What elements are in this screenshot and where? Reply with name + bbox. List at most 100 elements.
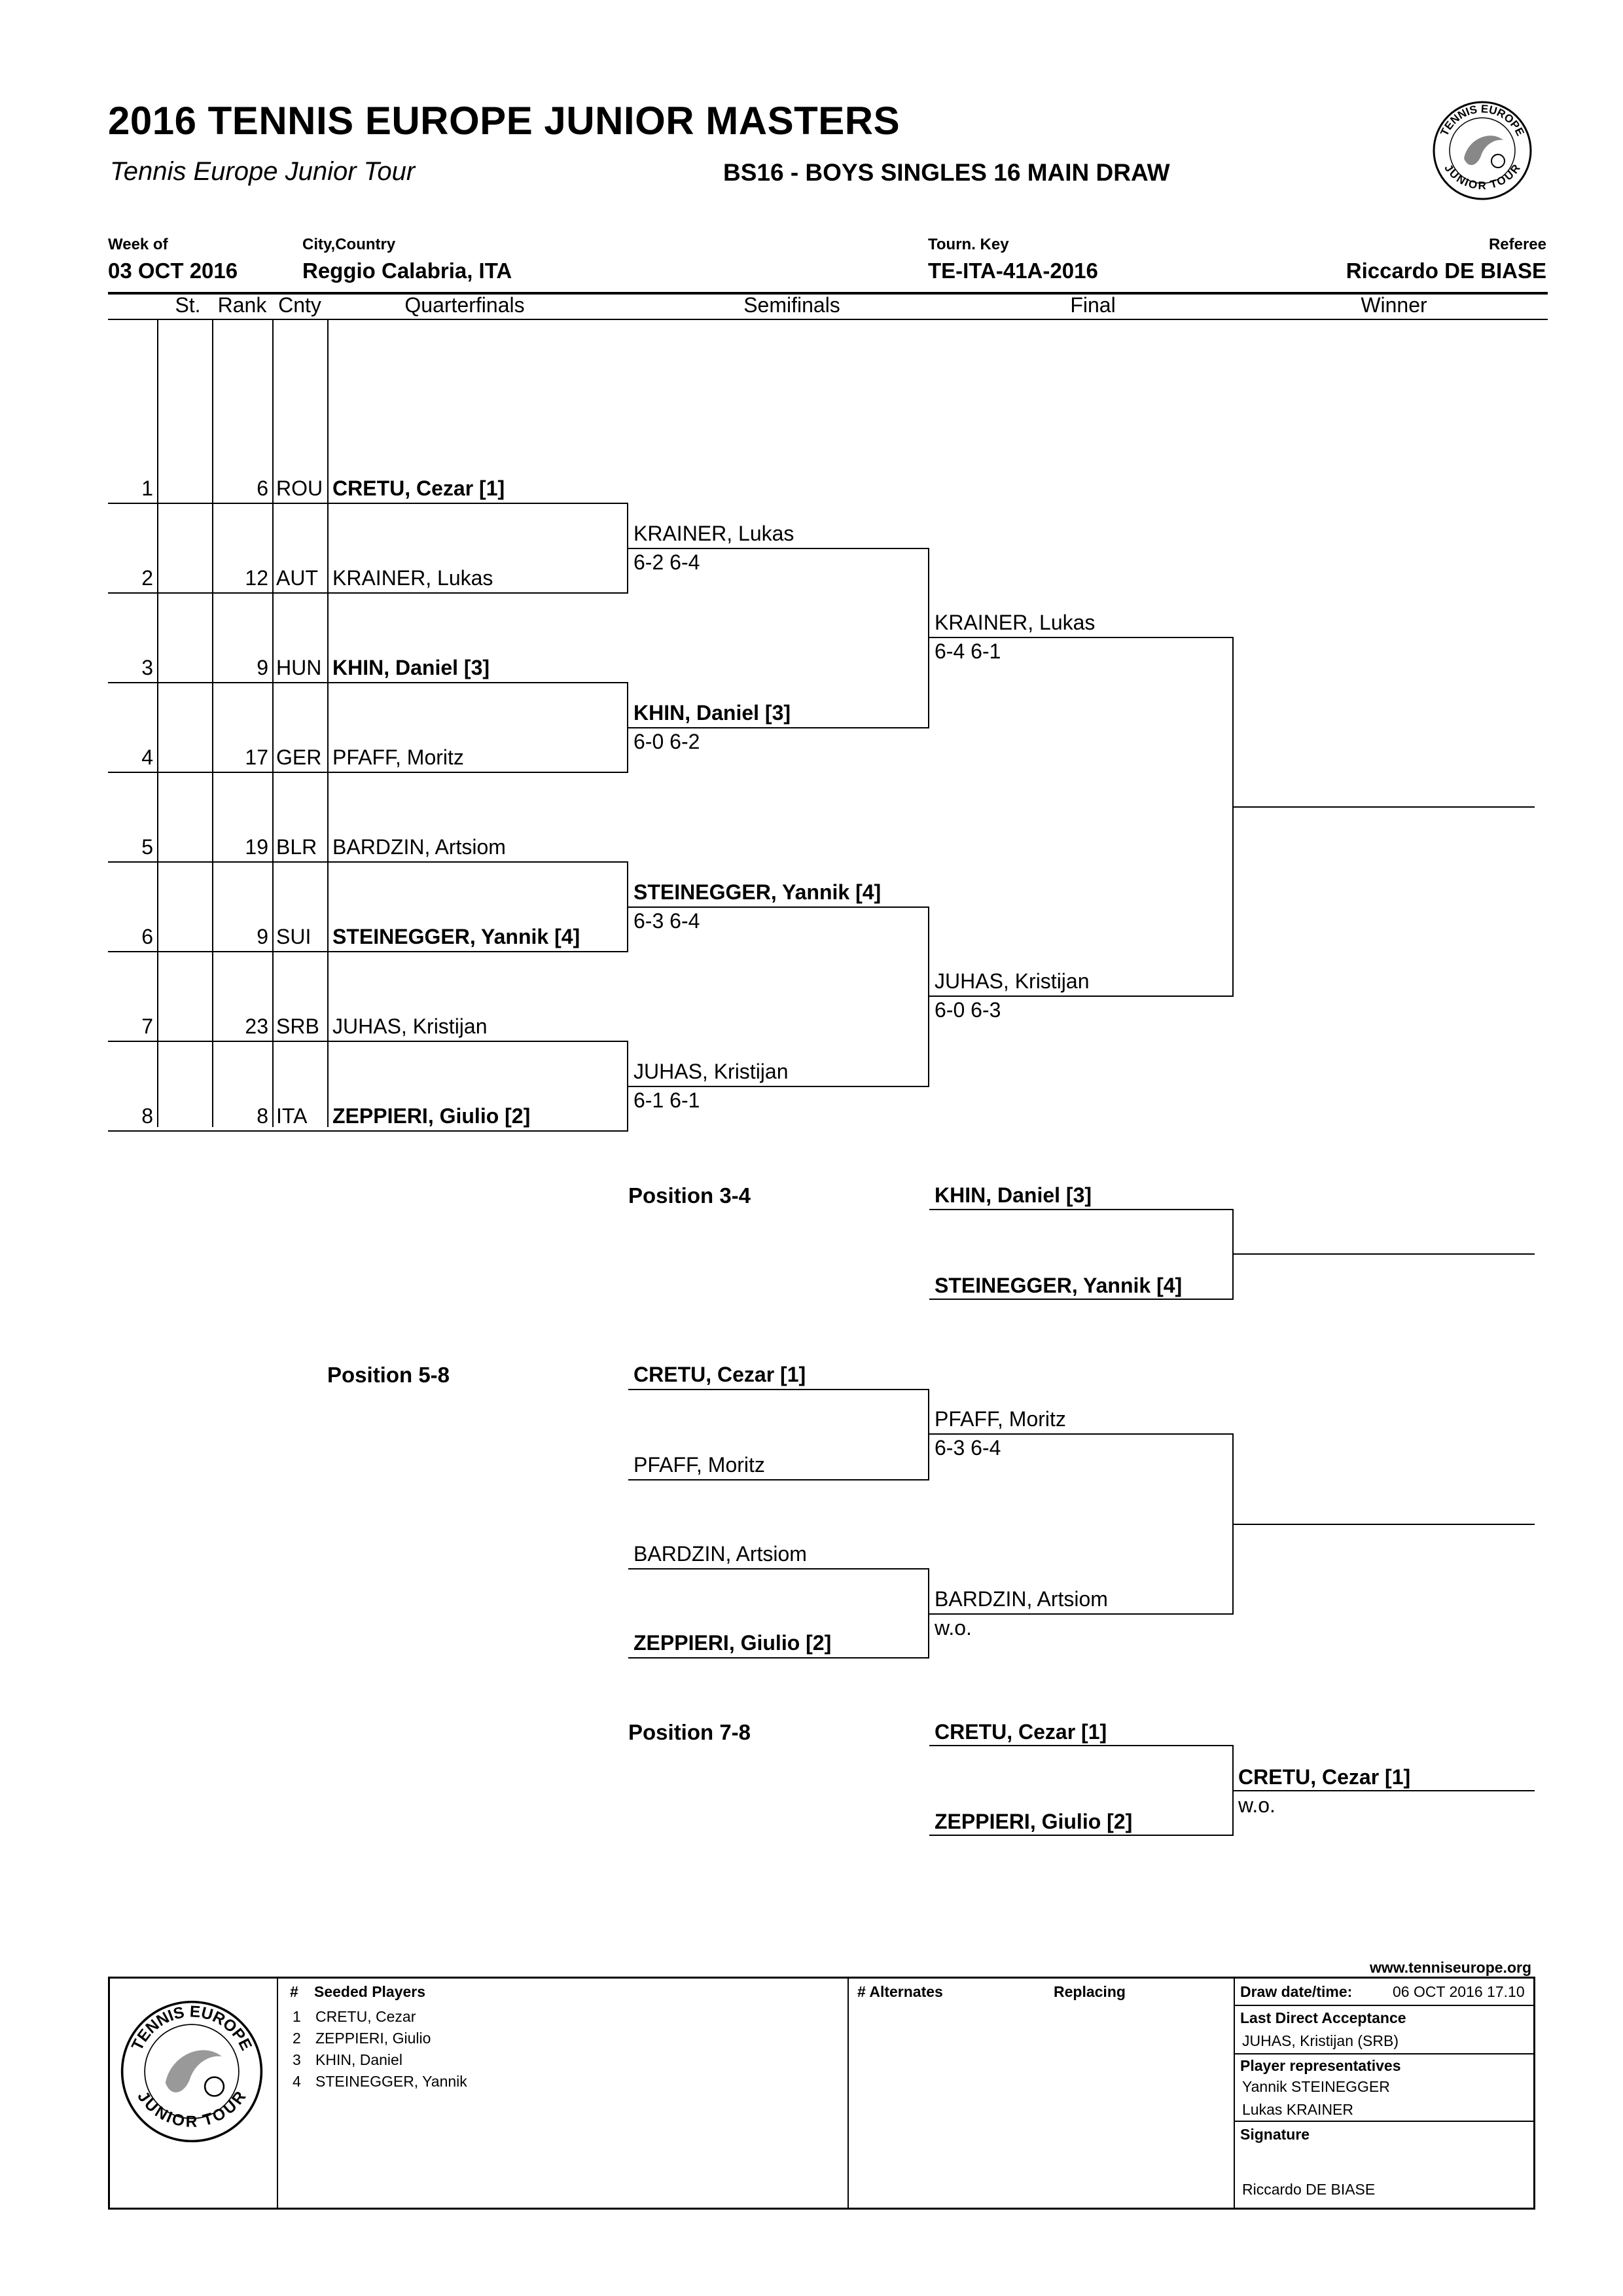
entry-position: 7 xyxy=(141,1014,153,1038)
entry-player-name: KHIN, Daniel [3] xyxy=(332,656,490,679)
seed-player: STEINEGGER, Yannik xyxy=(315,2073,467,2090)
semifinal-score: 6-2 6-4 xyxy=(633,550,700,574)
seeded-hash: # xyxy=(290,1983,298,2000)
entry-country: SRB xyxy=(276,1014,319,1038)
bracket-line xyxy=(628,1657,929,1659)
signature-label: Signature xyxy=(1240,2126,1310,2143)
week-label: Week of xyxy=(108,236,168,253)
reps-label: Player representatives xyxy=(1240,2057,1401,2074)
bracket-line xyxy=(627,682,628,773)
tournament-key-value: TE-ITA-41A-2016 xyxy=(928,259,1098,283)
seed-number: 1 xyxy=(293,2008,301,2025)
bracket-line xyxy=(928,1568,929,1659)
pos58-entry: PFAFF, Moritz xyxy=(633,1453,765,1477)
referee-label: Referee xyxy=(1488,236,1546,253)
bracket-line xyxy=(928,548,929,728)
final-score: 6-0 6-3 xyxy=(935,998,1001,1022)
grid-line xyxy=(272,319,274,1127)
entry-player-name: STEINEGGER, Yannik [4] xyxy=(332,925,580,948)
finalist-name: JUHAS, Kristijan xyxy=(935,969,1090,993)
rep-2: Lukas KRAINER xyxy=(1242,2101,1354,2118)
event-name: BS16 - BOYS SINGLES 16 MAIN DRAW xyxy=(723,159,1170,186)
lda-label: Last Direct Acceptance xyxy=(1240,2009,1406,2026)
svg-text:TENNIS EUROPE: TENNIS EUROPE xyxy=(128,2003,255,2053)
entry-rank: 17 xyxy=(245,745,268,769)
entry-position: 5 xyxy=(141,835,153,859)
pos78-winner: CRETU, Cezar [1] xyxy=(1238,1765,1411,1789)
header-divider xyxy=(108,292,1548,295)
entry-rank: 19 xyxy=(245,835,268,859)
bracket-line xyxy=(929,1745,1234,1746)
pos78-score: w.o. xyxy=(1238,1793,1275,1817)
entry-player-name: JUHAS, Kristijan xyxy=(332,1014,488,1038)
entry-country: AUT xyxy=(276,566,318,590)
pos34-player1: KHIN, Daniel [3] xyxy=(935,1183,1092,1207)
seed-player: KHIN, Daniel xyxy=(315,2051,402,2068)
tennis-europe-logo-footer-icon: TENNIS EUROPE JUNIOR TOUR xyxy=(120,2000,263,2143)
bracket-line xyxy=(108,1130,628,1132)
bracket-line xyxy=(929,1835,1234,1836)
city-value: Reggio Calabria, ITA xyxy=(302,259,512,283)
pos58-entry: CRETU, Cezar [1] xyxy=(633,1363,806,1386)
draw-date-value: 06 OCT 2016 17.10 xyxy=(1393,1983,1525,2000)
entry-position: 6 xyxy=(141,925,153,948)
entry-player-name: BARDZIN, Artsiom xyxy=(332,835,506,859)
referee-value: Riccardo DE BIASE xyxy=(1346,259,1546,283)
footer-row-line xyxy=(1234,2005,1533,2006)
bracket-line xyxy=(628,548,929,549)
svg-text:JUNIOR TOUR: JUNIOR TOUR xyxy=(1442,162,1522,192)
bracket-line xyxy=(627,861,628,952)
logo-footer-text-bottom: JUNIOR TOUR xyxy=(134,2088,250,2130)
final-score: 6-4 6-1 xyxy=(935,639,1001,663)
alternates-title: # Alternates xyxy=(857,1983,943,2000)
bracket-line xyxy=(108,861,628,863)
bracket-line xyxy=(628,1086,929,1087)
entry-player-name: CRETU, Cezar [1] xyxy=(332,476,505,500)
week-value: 03 OCT 2016 xyxy=(108,259,238,283)
entry-country: ITA xyxy=(276,1104,308,1128)
seed-number: 2 xyxy=(293,2030,301,2047)
bracket-line xyxy=(928,906,929,1087)
entry-rank: 12 xyxy=(245,566,268,590)
entry-rank: 6 xyxy=(257,476,268,500)
bracket-line xyxy=(928,1389,929,1480)
position-5-8-label: Position 5-8 xyxy=(327,1363,450,1387)
entry-position: 3 xyxy=(141,656,153,679)
seed-player: ZEPPIERI, Giulio xyxy=(315,2030,431,2047)
footer-box xyxy=(108,1977,1535,2210)
bracket-line xyxy=(108,682,628,683)
bracket-line xyxy=(628,1389,929,1390)
entry-position: 8 xyxy=(141,1104,153,1128)
logo-text-top: TENNIS EUROPE xyxy=(1438,103,1526,138)
position-7-8-label: Position 7-8 xyxy=(628,1720,751,1744)
semifinalist-name: STEINEGGER, Yannik [4] xyxy=(633,880,882,904)
bracket-line xyxy=(108,772,628,773)
entry-rank: 8 xyxy=(257,1104,268,1128)
bracket-line xyxy=(929,1209,1234,1210)
tennis-europe-logo-icon: TENNIS EUROPE JUNIOR TOUR xyxy=(1433,101,1532,200)
bracket-line xyxy=(929,637,1234,638)
entry-country: SUI xyxy=(276,925,312,948)
entry-country: GER xyxy=(276,745,322,769)
semifinal-score: 6-3 6-4 xyxy=(633,909,700,933)
grid-line xyxy=(157,319,158,1127)
seed-number: 4 xyxy=(293,2073,301,2090)
replacing-title: Replacing xyxy=(1054,1983,1126,2000)
semifinal-score: 6-0 6-2 xyxy=(633,730,700,753)
entry-rank: 9 xyxy=(257,656,268,679)
entry-rank: 23 xyxy=(245,1014,268,1038)
bracket-line xyxy=(627,1041,628,1132)
svg-text:TENNIS EUROPE: TENNIS EUROPE xyxy=(1438,103,1526,138)
entry-country: BLR xyxy=(276,835,317,859)
bracket-line xyxy=(628,727,929,728)
pos58-entry: ZEPPIERI, Giulio [2] xyxy=(633,1631,832,1655)
pos58-entry: BARDZIN, Artsiom xyxy=(633,1542,807,1566)
draw-date-label: Draw date/time: xyxy=(1240,1983,1353,2000)
grid-line xyxy=(327,319,329,1127)
bracket-line xyxy=(108,592,628,594)
semifinalist-name: KRAINER, Lukas xyxy=(633,522,794,545)
bracket-line xyxy=(929,996,1234,997)
pos34-player2: STEINEGGER, Yannik [4] xyxy=(935,1274,1183,1297)
bracket-line xyxy=(1234,1253,1535,1255)
pos58-score: 6-3 6-4 xyxy=(935,1436,1001,1460)
